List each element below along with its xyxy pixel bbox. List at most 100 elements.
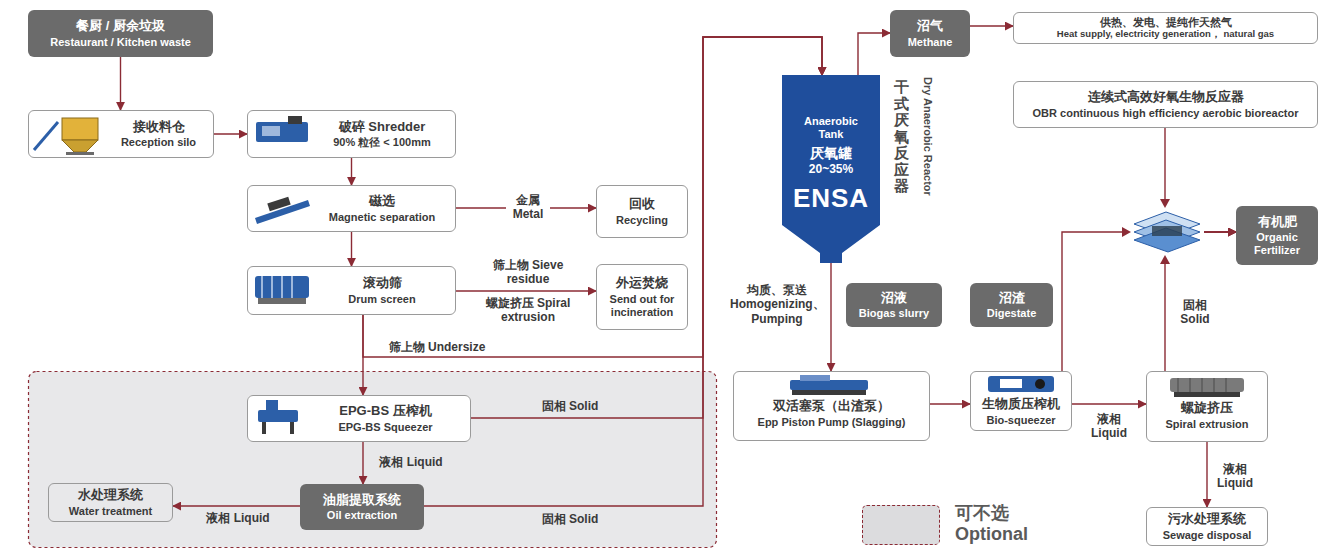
- process-box: 破碎 Shredder90% 粒径 < 100mm: [247, 110, 456, 158]
- flow-arrow: [858, 33, 890, 75]
- node-title: 水处理系统: [78, 487, 143, 503]
- legend-swatch: [862, 505, 940, 545]
- node-title: 接收料仓: [133, 119, 185, 135]
- drawing-part: [1035, 379, 1045, 389]
- anaerobic-tank: Anaerobic Tank厌氧罐20~35%ENSA干式厌氧反应器Dry An…: [782, 75, 880, 263]
- drawing-part: [266, 400, 278, 410]
- magnet-icon: [255, 197, 310, 224]
- flow-arrow: [351, 158, 352, 185]
- node-title: 双活塞泵（出渣泵）: [773, 398, 890, 414]
- stream-box: 沼渣Digestate: [970, 283, 1053, 327]
- bio-squeezer-icon: [988, 376, 1054, 392]
- node-subtitle: Sewage disposal: [1163, 529, 1252, 542]
- product-box: 沼气 Methane: [890, 10, 970, 57]
- drawing-part: [255, 276, 309, 298]
- drawing-part: [988, 376, 1054, 392]
- edge-label: 固相 Solid: [520, 399, 620, 413]
- stream-box: 沼液Biogas slurry: [846, 283, 942, 327]
- edge-label: 液相 Liquid: [196, 511, 280, 525]
- node-subtitle: Organic Fertilizer: [1241, 231, 1313, 257]
- edge-label: 固相 Solid: [1172, 298, 1218, 327]
- node-title: 滚动筛: [363, 275, 402, 291]
- source-box: 餐厨 / 厨余垃圾Restaurant / Kitchen waste: [28, 10, 213, 57]
- output-box: 回收 Recycling: [596, 185, 688, 238]
- drawing-part: [1202, 378, 1203, 392]
- drawing-part: [62, 118, 98, 140]
- drawing-part: [1178, 378, 1179, 392]
- process-box: 双活塞泵（出渣泵） Epp Piston Pump (Slagging): [733, 371, 930, 441]
- arrowhead-marks: [1122, 199, 1170, 264]
- node-subtitle: EPG-BS Squeezer: [338, 421, 432, 434]
- box-ground: [247, 395, 471, 442]
- node-subtitle: OBR continuous high efficiency aerobic b…: [1033, 107, 1299, 120]
- edge-label: 液相 Liquid: [370, 455, 452, 469]
- edge-label: 均质、泵送 Homogenizing、Pumping: [728, 283, 826, 326]
- node-subtitle: Water treatment: [69, 505, 152, 518]
- process-box: 螺旋挤压Spiral extrusion: [1146, 371, 1268, 442]
- node-title: 沼气: [917, 18, 943, 34]
- node-subtitle: Digestate: [987, 307, 1037, 320]
- drawing-part: [1226, 378, 1227, 392]
- node-subtitle: Heat supply, electricity generation， nat…: [1057, 29, 1274, 40]
- process-box: EPG-BS 压榨机EPG-BS Squeezer: [247, 395, 471, 442]
- edge-label: 液相 Liquid: [1086, 412, 1132, 441]
- process-box: 接收料仓Reception silo: [28, 110, 214, 158]
- flow-arrow: [424, 37, 822, 506]
- drawing-part: [1128, 205, 1204, 257]
- flow-arrow: [351, 232, 352, 266]
- node-title: 污水处理系统: [1168, 511, 1246, 527]
- flow-arrow: [456, 290, 596, 291]
- drawing-part: [1190, 378, 1191, 392]
- drawing-part: [800, 375, 830, 381]
- process-box: 连续式高效好氧生物反应器OBR continuous high efficien…: [1013, 81, 1318, 128]
- node-subtitle: Recycling: [616, 214, 668, 227]
- node-title: 沼渣: [999, 290, 1025, 306]
- silo-icon: [34, 118, 98, 155]
- drawing-part: [1170, 378, 1244, 392]
- flow-arrow: [471, 37, 822, 418]
- drawing-part: [790, 380, 868, 390]
- drawing-part: [291, 276, 293, 298]
- drawing-part: [34, 122, 58, 150]
- node-subtitle: Magnetic separation: [329, 211, 435, 224]
- spiral-icon: [1170, 378, 1244, 397]
- node-title: 供热、发电、提纯作天然气: [1100, 16, 1232, 29]
- drawing-part: [261, 276, 263, 298]
- node-title: 有机肥: [1258, 214, 1297, 230]
- node-title: 破碎 Shredder: [339, 119, 426, 135]
- drawing-part: [271, 276, 273, 298]
- drawing-part: [288, 116, 302, 124]
- edge-label: 筛上物 Undersize: [372, 340, 502, 354]
- node-subtitle: 干式厌氧反应器: [894, 79, 909, 195]
- drawing-part: [267, 197, 290, 211]
- drawing-part: [1174, 392, 1240, 397]
- node-subtitle: Send out for incineration: [602, 293, 682, 319]
- node-subtitle: Epp Piston Pump (Slagging): [758, 416, 906, 429]
- node-subtitle: Biogas slurry: [859, 307, 929, 320]
- node-title: Anaerobic Tank: [796, 115, 866, 141]
- node-title: 回收: [629, 196, 655, 212]
- flow-arrow: [1206, 442, 1207, 507]
- node-title: 生物质压榨机: [982, 396, 1060, 412]
- node-title: 磁选: [369, 193, 395, 209]
- tank-outline: [782, 75, 880, 263]
- node-title: 外运焚烧: [616, 275, 668, 291]
- drawing-part: [1160, 255, 1170, 264]
- node-subtitle: Bio-squeezer: [986, 414, 1055, 427]
- flow-arrow: [830, 263, 831, 371]
- optional-region: [29, 372, 717, 548]
- squeezer-icon: [258, 400, 298, 434]
- node-title: 油脂提取系统: [323, 492, 401, 508]
- node-subtitle: Methane: [908, 36, 953, 49]
- node-subtitle: Restaurant / Kitchen waste: [50, 36, 191, 49]
- flow-arrow: [120, 57, 121, 110]
- drawing-part: [262, 422, 266, 434]
- edge-label: 固相 Solid: [520, 512, 620, 526]
- node-subtitle: Spiral extrusion: [1165, 418, 1248, 431]
- drawing-part: [290, 422, 294, 434]
- drawing-part: [792, 390, 866, 395]
- product-box: 有机肥Organic Fertilizer: [1236, 206, 1318, 265]
- node-subtitle: Oil extraction: [327, 509, 397, 522]
